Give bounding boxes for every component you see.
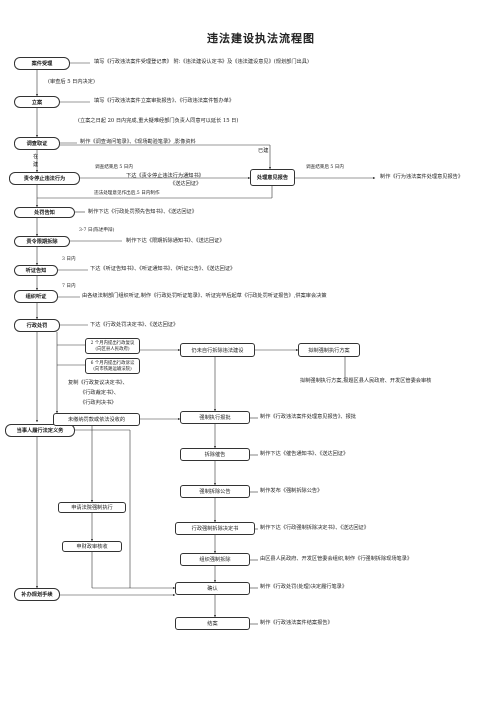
- step-hold-hearing: 组织听证: [14, 290, 58, 303]
- review-docs-1: 复制《行政复议决定书》、: [68, 380, 128, 386]
- organize-note: 由区县人民政府、开发区管委会组织,制作《行强制拆除现场笔录》: [260, 556, 413, 562]
- box-close: 结案: [175, 617, 250, 630]
- step-penalty: 行政处罚: [14, 319, 60, 332]
- box-report: 处理意见报告: [250, 169, 295, 186]
- stop-days: 调查结束后 5 日内: [95, 165, 134, 170]
- stop-after: 违法处理意见作出后,5 日内制作: [94, 191, 160, 196]
- hearing-doc: 由各级法制部门组织听证,制作《行政处罚听证笔录》、听证完毕后起草《行政处罚听证报…: [82, 293, 327, 299]
- lawsuit-6m-line-1: 6 个月内提出行政诉讼: [90, 361, 135, 366]
- penalty-doc: 下达《行政处罚决定书》、《送达回证》: [90, 322, 179, 328]
- not-built-label-1: 在: [33, 154, 39, 160]
- review-docs-2: 《行政裁定书》、: [80, 390, 119, 396]
- confirm-note: 制作《行政处罚(处理)决定履行笔录》: [260, 584, 348, 590]
- box-confirm: 确认: [175, 582, 250, 595]
- step-deadline-demolish: 责令限期拆除: [14, 236, 70, 247]
- step-obligation: 当事人履行法定义务: [5, 424, 75, 437]
- report-days: 调查结束后 5 日内: [306, 165, 345, 170]
- box-fine-collect: 申财政审核收: [62, 541, 122, 552]
- step-compensation: 补办规划手续: [14, 588, 60, 601]
- review-2m-line-1: 2 个月内提出行政复议: [90, 341, 135, 346]
- not-built-label-2: 建: [33, 162, 39, 168]
- step-file: 立案: [14, 96, 60, 108]
- accept-doc: 填写《行政违法案件受理登记表》 附:《违法建设认定书》及《违法建设意见》(规划部…: [94, 59, 309, 65]
- step-hearing-notice: 听证告知: [14, 265, 58, 276]
- review-days: (审查后 5 日内决定): [48, 79, 95, 85]
- review-2m-line-2: (向区县人民政府): [95, 347, 130, 352]
- step-stop: 责令停止违法行为: [9, 172, 80, 185]
- deadline-doc: 制作下达《限期拆除通知书》、《送达回证》: [126, 238, 225, 244]
- draft-plan-note: 拟制强制执行方案,报题区县人民政府、开发区管委会审核: [300, 378, 432, 384]
- lawsuit-6m-line-2: (向市铁路运输法院): [93, 367, 132, 372]
- box-announce: 强制拆除公告: [180, 485, 250, 498]
- days-7: 7 日内: [62, 284, 76, 289]
- close-note: 制作《行政违法案件结案报告》: [260, 620, 333, 626]
- box-demolish-notice: 拆除催告: [180, 448, 250, 461]
- box-overdue: 未缴纳罚款或依法没收的: [53, 413, 140, 426]
- box-decision: 行政强制拆除决定书: [175, 522, 255, 535]
- step-accept: 案件受理: [14, 57, 70, 70]
- box-review-2m: 2 个月内提出行政复议 (向区县人民政府): [85, 338, 140, 354]
- stop-doc-1: 下达《责令停止违法行为通知书》: [126, 173, 204, 179]
- box-enforce: 强制执行报批: [180, 411, 250, 424]
- notice-doc: 制作下达《行政处罚预先告知书》、《送达回证》: [88, 209, 197, 215]
- step-investigate: 调查取证: [14, 137, 60, 150]
- announce-note: 制作发布《强制拆除公告》: [260, 488, 323, 494]
- step-notice: 处罚告知: [14, 207, 75, 218]
- days-3-7: 3-7 日(陈述申辩): [79, 228, 115, 233]
- decision-note: 制作下达《行政强制拆除决定书》、《送达回证》: [260, 525, 369, 531]
- investigate-doc: 制作《调查询问笔录》、《现场勘验笔录》,影像资料: [80, 139, 196, 145]
- built-label: 已建: [258, 148, 269, 154]
- box-plan: 拟制强制执行方案: [298, 343, 360, 357]
- stop-doc-2: 《送达回证》: [170, 181, 202, 187]
- box-lawsuit-6m: 6 个月内提出行政诉讼 (向市铁路运输法院): [85, 358, 140, 374]
- days-3: 3 日内: [62, 257, 76, 262]
- hearing-notice-doc: 下达《听证告知书》、《听证通知书》、《听证公告》、《送达回证》: [90, 266, 236, 272]
- box-apply-court: 申请法院强制执行: [58, 502, 126, 513]
- demolish-notice-note: 制作下达《催告通知书》、《送达回证》: [260, 451, 349, 457]
- enforce-note: 制作《行政违法案件处理意见报告》、报批: [260, 414, 356, 420]
- box-organize: 组织强制拆除: [180, 553, 250, 566]
- page-title: 违法建设执法流程图: [207, 32, 315, 45]
- file-days: (立案之日起 20 日内完成,重大疑难经部门负责人同意可以延长 15 日): [78, 118, 239, 124]
- box-unfinished: 仍未自行拆除违法建设: [180, 343, 255, 357]
- review-docs-3: 《行政判决书》: [80, 400, 117, 406]
- report-doc: 制作《行为违法案件处理意见报告》: [380, 174, 464, 180]
- file-doc: 填写《行政违法案件立案审批报告》、《行政违法案件暂办单》: [94, 98, 235, 104]
